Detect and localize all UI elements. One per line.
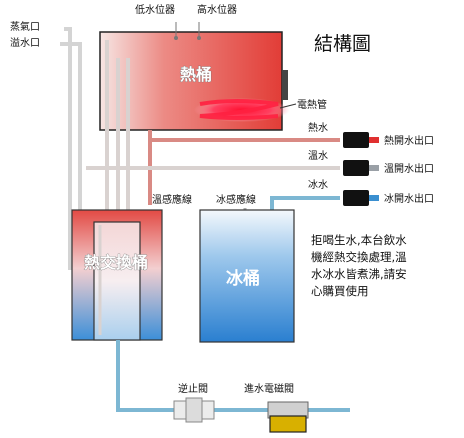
warm-outlet-label: 溫開水出口 [384, 162, 434, 175]
ice-sensor-label: 冰感應線 [216, 193, 256, 206]
note-line-1: 拒喝生水,本台飲水 [311, 233, 407, 247]
high-level-label: 高水位器 [197, 3, 237, 16]
temp-sensor-label: 溫感應線 [152, 193, 192, 206]
ice-tank-label: 冰桶 [226, 268, 260, 289]
ice-tank [199, 209, 295, 343]
inlet-pipe [116, 340, 350, 412]
low-level-label: 低水位器 [135, 3, 175, 16]
warm-water-label: 溫水 [308, 150, 328, 162]
heater-lead [279, 103, 297, 109]
steam-overflow-pipes [60, 27, 82, 270]
ice-outlet-label: 冰開水出口 [384, 192, 434, 205]
ice-tap[interactable] [343, 190, 379, 206]
inlet-valve-label: 進水電磁閥 [244, 382, 294, 395]
hot-tap[interactable] [343, 132, 379, 148]
check-valve [173, 397, 215, 423]
hot-tank-label: 熱桶 [180, 65, 212, 84]
heat-exchanger-label: 熱交換桶 [84, 253, 148, 272]
level-sensors [174, 22, 201, 40]
hot-water-label: 熱水 [308, 121, 328, 134]
steam-outlet-label: 蒸氣口 [10, 20, 40, 33]
hot-outlet-label: 熱開水出口 [384, 134, 434, 147]
heater-label: 電熱管 [297, 98, 327, 111]
diagram-title: 結構圖 [314, 33, 371, 55]
warm-tap[interactable] [343, 160, 379, 176]
note-line-3: 水冰水皆煮沸,請安 [311, 267, 407, 281]
heater-element [194, 98, 290, 122]
note-line-4: 心購買使用 [311, 284, 369, 298]
ice-water-label: 冰水 [308, 178, 328, 191]
overflow-outlet-label: 溢水口 [10, 36, 40, 49]
note-line-2: 機經熱交換處理,溫 [311, 250, 407, 264]
inlet-solenoid-valve [267, 401, 309, 433]
heat-exchanger-tank [71, 209, 163, 341]
check-valve-label: 逆止閥 [178, 382, 208, 395]
hot-tank: 熱桶 [99, 31, 288, 131]
note-block: 拒喝生水,本台飲水 機經熱交換處理,溫 水冰水皆煮沸,請安 心購買使用 [311, 233, 407, 298]
